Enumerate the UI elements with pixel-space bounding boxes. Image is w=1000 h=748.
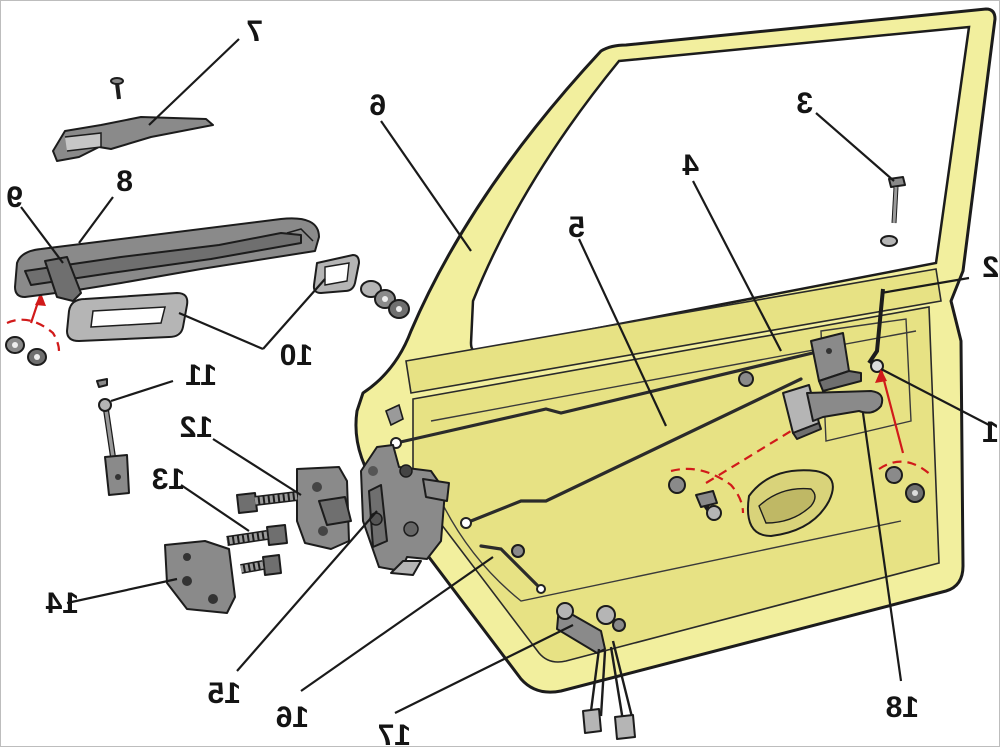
callout-labels: 1 2 3 4 5 6 7 8 9 10 11 12 13 14 15 16 1… xyxy=(6,15,999,748)
callout-8: 8 xyxy=(116,165,133,198)
callout-15: 15 xyxy=(208,677,241,710)
lock-cylinder xyxy=(556,602,636,740)
door-lock-latch xyxy=(360,444,450,576)
callout-17: 17 xyxy=(378,719,411,748)
callout-11: 11 xyxy=(185,359,217,392)
door-panel xyxy=(354,7,997,694)
callout-16: 16 xyxy=(276,701,309,734)
outside-handle-parts xyxy=(5,77,410,366)
callout-4: 4 xyxy=(682,149,699,182)
door-rods xyxy=(390,349,823,594)
striker-parts xyxy=(164,466,352,614)
callout-10: 10 xyxy=(280,339,313,372)
callout-6: 6 xyxy=(369,89,386,122)
callout-2: 2 xyxy=(982,251,999,284)
callout-12: 12 xyxy=(180,411,213,444)
callout-leaders xyxy=(20,38,992,714)
callout-13: 13 xyxy=(152,463,185,496)
lock-rod-bracket xyxy=(96,378,130,496)
red-guide-lines xyxy=(6,292,934,514)
rod-inside-handle xyxy=(464,377,803,525)
callout-5: 5 xyxy=(568,211,585,244)
inside-lock-mechanism xyxy=(810,176,906,392)
callout-18: 18 xyxy=(886,691,919,724)
callout-14: 14 xyxy=(45,587,79,620)
inside-door-handle xyxy=(782,384,884,440)
callout-3: 3 xyxy=(796,87,813,120)
callout-1: 1 xyxy=(982,416,999,449)
callout-7: 7 xyxy=(246,15,263,48)
rod-lock-cylinder xyxy=(479,544,543,591)
door-fasteners xyxy=(668,466,925,521)
callout-9: 9 xyxy=(6,181,23,214)
rod-lock-button xyxy=(394,349,823,445)
